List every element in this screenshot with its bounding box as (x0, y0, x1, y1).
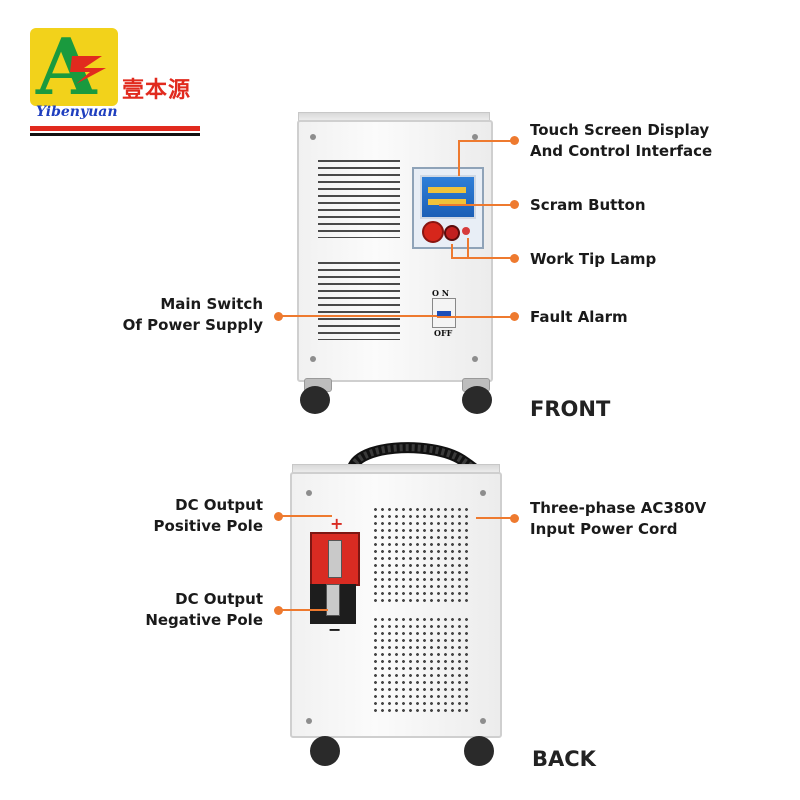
callout-dot (510, 254, 519, 263)
callout-dot (510, 312, 519, 321)
callout-text: DC Output (175, 590, 263, 608)
callout-text: Main Switch (160, 295, 263, 313)
callout-touch-screen: Touch Screen Display And Control Interfa… (530, 120, 712, 162)
switch-on-label: O N (432, 288, 450, 298)
callout-text: Of Power Supply (122, 316, 263, 334)
callout-text: And Control Interface (530, 142, 713, 160)
callout-text: Positive Pole (153, 517, 263, 535)
screw (310, 134, 316, 140)
front-vent-upper (318, 160, 400, 238)
back-vent-lower (372, 616, 472, 714)
switch-lever[interactable] (437, 311, 451, 317)
callout-fault-alarm: Fault Alarm (530, 308, 628, 326)
screw (480, 490, 486, 496)
screw (472, 134, 478, 140)
screen-readout (428, 199, 466, 205)
callout-dot (510, 136, 519, 145)
scram-button[interactable] (422, 221, 444, 243)
front-unit: O N OFF (290, 112, 500, 414)
control-panel (412, 167, 484, 249)
negative-sign: − (328, 620, 342, 639)
screw (472, 356, 478, 362)
front-vent-lower (318, 262, 400, 340)
logo-letter: A (36, 22, 97, 113)
callout-dot (510, 514, 519, 523)
dc-negative-terminal (310, 584, 356, 624)
callout-dot (274, 512, 283, 521)
brand-logo: A 壹本源 Yibenyuan (30, 22, 200, 136)
callout-dot (274, 312, 283, 321)
wheel (462, 386, 492, 414)
callout-dot (510, 200, 519, 209)
logo-underline-red (30, 126, 200, 131)
back-section-label: BACK (532, 747, 596, 771)
main-power-switch[interactable] (432, 298, 456, 328)
brand-chinese-name: 壹本源 (122, 77, 192, 103)
dc-positive-terminal (310, 532, 360, 586)
callout-work-tip-lamp: Work Tip Lamp (530, 250, 657, 268)
work-tip-lamp (444, 225, 460, 241)
positive-sign: + (330, 514, 344, 533)
callout-text: Touch Screen Display (530, 121, 710, 139)
screw (310, 356, 316, 362)
wheel (310, 736, 340, 766)
screw (306, 490, 312, 496)
busbar (328, 540, 342, 578)
callout-main-switch: Main Switch Of Power Supply (100, 294, 263, 336)
callout-input-power-cord: Three-phase AC380V Input Power Cord (530, 498, 706, 540)
callout-text: Input Power Cord (530, 520, 678, 538)
screw (480, 718, 486, 724)
fault-alarm-lamp (462, 227, 470, 235)
callout-text: DC Output (175, 496, 263, 514)
switch-off-label: OFF (434, 328, 453, 338)
wheel (300, 386, 330, 414)
touch-screen[interactable] (420, 175, 476, 219)
wheel (464, 736, 494, 766)
busbar (326, 584, 340, 616)
callout-dc-positive: DC Output Positive Pole (100, 495, 263, 537)
front-section-label: FRONT (530, 397, 611, 421)
screw (306, 718, 312, 724)
screen-readout (428, 187, 466, 193)
back-vent-upper (372, 506, 472, 606)
callout-text: Negative Pole (145, 611, 263, 629)
callout-dot (274, 606, 283, 615)
input-power-cord (346, 442, 492, 493)
callout-scram-button: Scram Button (530, 196, 646, 214)
callout-dc-negative: DC Output Negative Pole (100, 589, 263, 631)
brand-english-name: Yibenyuan (36, 104, 118, 120)
logo-underline-black (30, 133, 200, 136)
callout-text: Three-phase AC380V (530, 499, 707, 517)
lightning-icon (70, 56, 106, 84)
